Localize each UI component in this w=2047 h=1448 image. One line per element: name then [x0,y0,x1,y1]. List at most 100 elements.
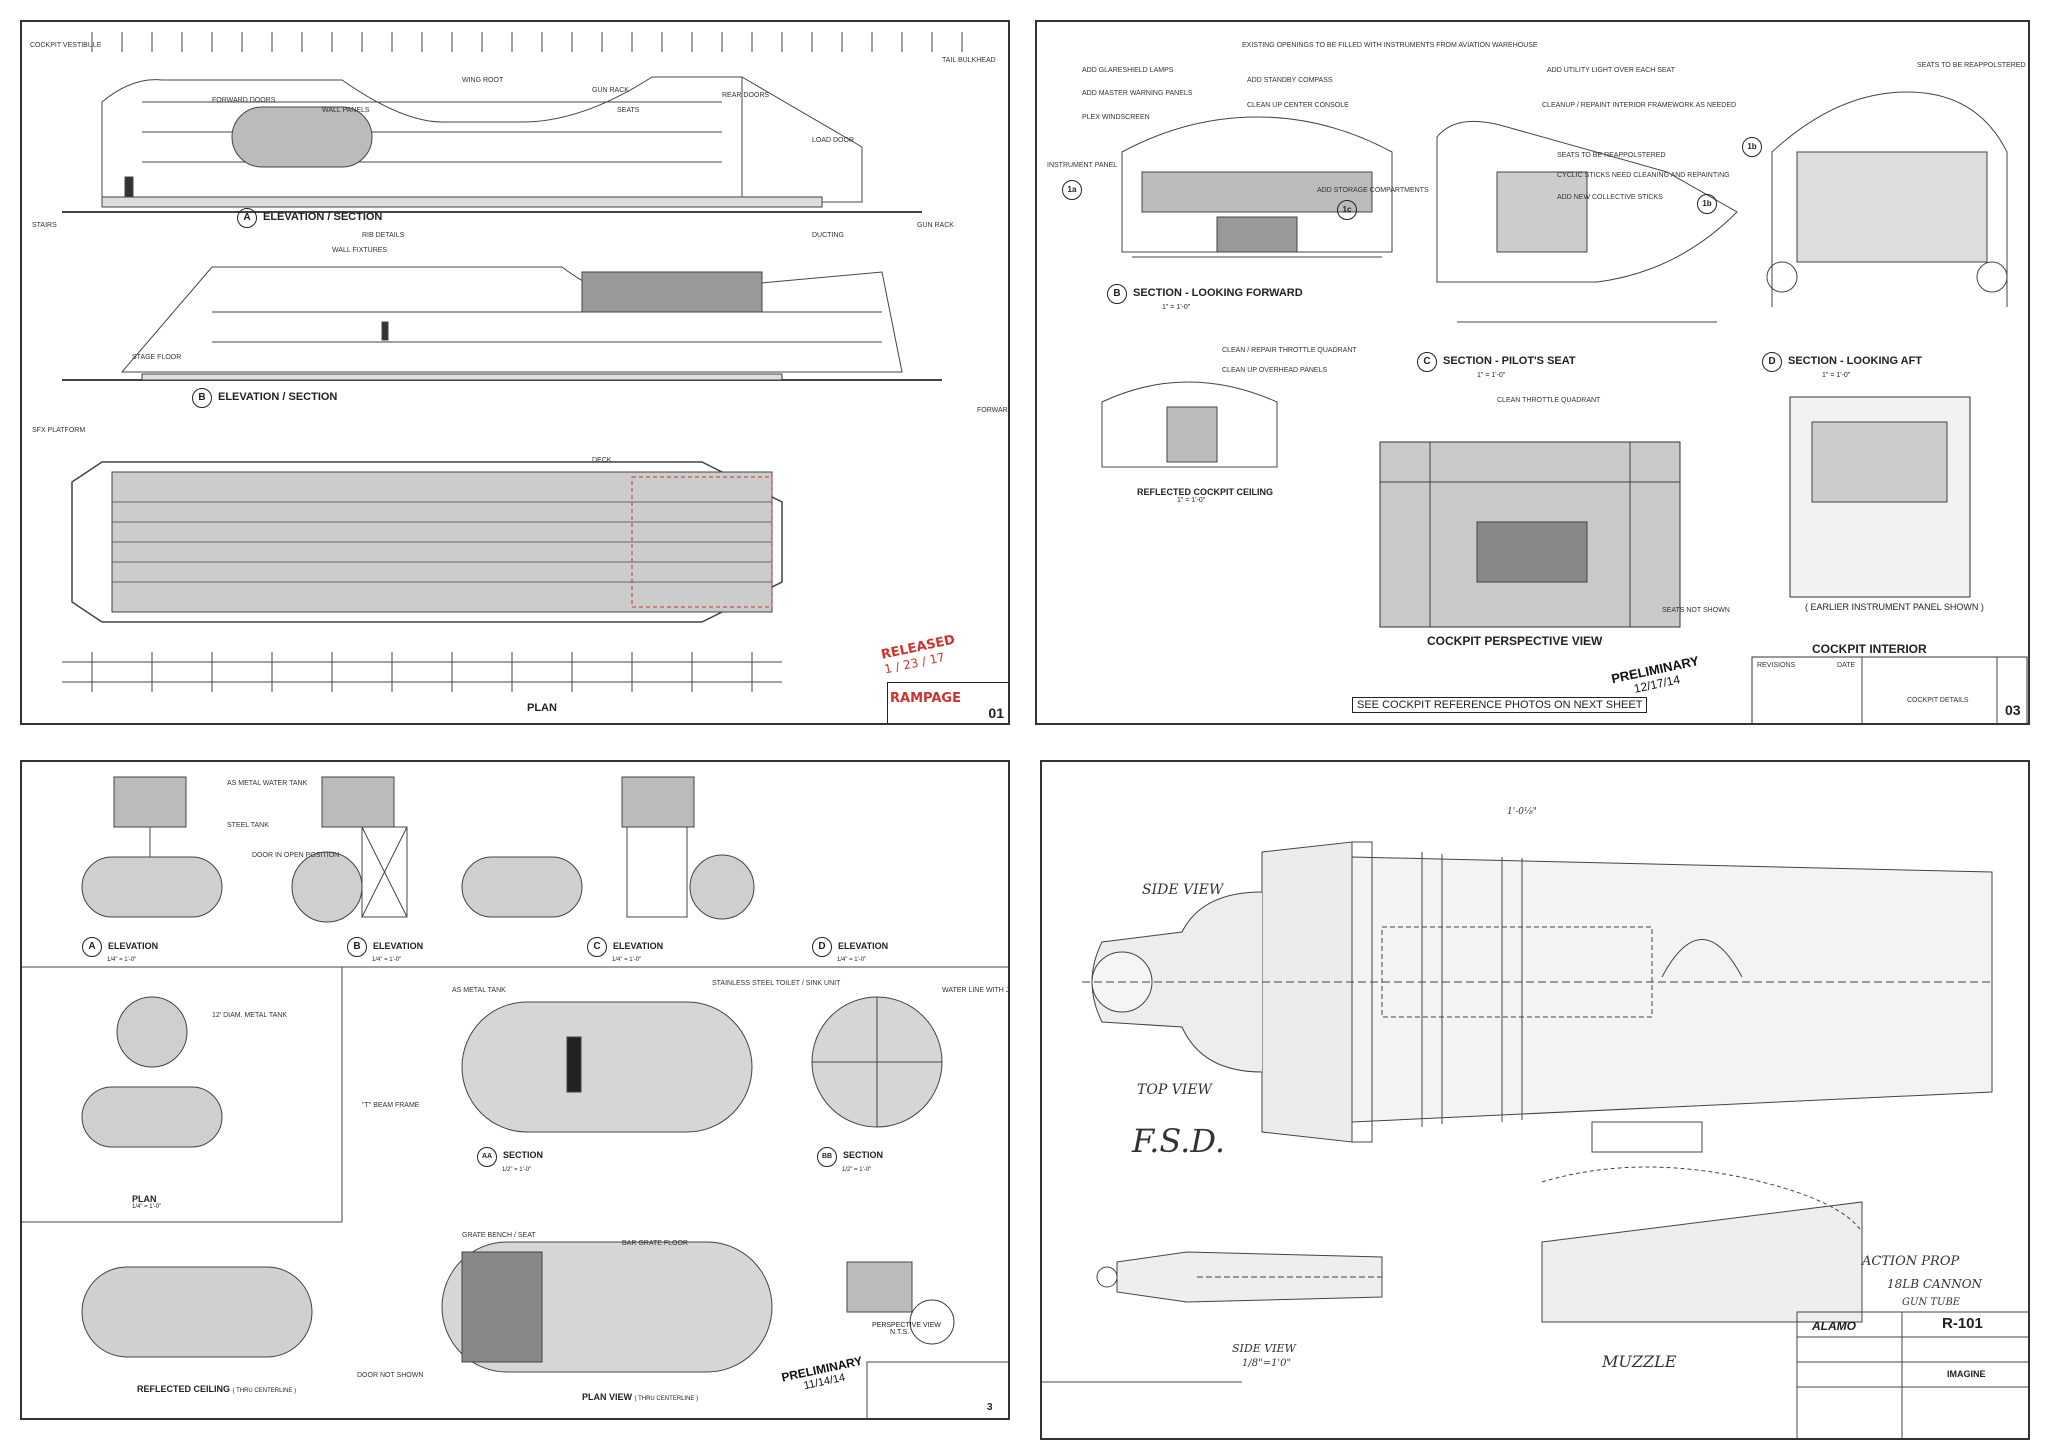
fsd-label: F.S.D. [1132,1122,1226,1160]
note: CYCLIC STICKS NEED CLEANING AND REPAINTI… [1557,172,1730,179]
callout: FORWARD DOORS [212,97,276,104]
note: ADD STORAGE COMPARTMENTS [1317,187,1429,194]
callout: TAIL BULKHEAD [942,57,996,64]
note: STEEL TANK [227,822,269,829]
bubble-1b: 1b [1697,194,1723,214]
note: EXISTING OPENINGS TO BE FILLED WITH INST… [1242,42,1538,49]
note: DOOR IN OPEN POSITION [252,852,340,859]
note: ADD NEW COLLECTIVE STICKS [1557,194,1663,201]
note: CLEAN THROTTLE QUADRANT [1497,397,1601,404]
callout: FORWARD DOORS [977,407,1010,414]
title-line-2: 18LB CANNON [1887,1277,1983,1291]
plan-title: PLAN [527,702,557,714]
note: WATER LINE WITH JET NOZZLES [942,987,1010,994]
planview-title: PLAN VIEW ( THRU CENTERLINE ) [582,1392,699,1402]
callout: GUN RACK [917,222,954,229]
callout: RIB DETAILS [362,232,405,239]
note: 12' DIAM. METAL TANK [212,1012,287,1019]
note: BAR GRATE FLOOR [622,1240,688,1247]
bubble-1a: 1a [1062,180,1088,200]
interior-title: COCKPIT INTERIOR [1812,642,1927,656]
note: CLEAN UP OVERHEAD PANELS [1222,367,1328,374]
rampage-logo: RAMPAGE [890,691,961,706]
top-dimension: 1'-0⅛" [1507,807,1537,817]
callout: SEATS [617,107,640,114]
sheet-number: 03 [2005,702,2021,718]
bubble-1c: 1c [1337,200,1363,220]
top-view-label: TOP VIEW [1137,1082,1212,1098]
callout: SFX PLATFORM [32,427,86,434]
note: ADD GLARESHIELD LAMPS [1082,67,1174,74]
note: ADD STANDBY COMPASS [1247,77,1333,84]
sheet-number: 01 [988,705,1004,721]
tank-drawing [22,776,1008,1418]
callout: STAGE FLOOR [132,354,182,361]
callout: WING ROOT [462,77,504,84]
callout: DECK [592,457,612,464]
note: GRATE BENCH / SEAT [462,1232,536,1239]
note: ADD MASTER WARNING PANELS [1082,90,1193,97]
drawing-name: COCKPIT DETAILS [1907,697,1969,704]
interior-caption: ( EARLIER INSTRUMENT PANEL SHOWN ) [1805,602,1984,612]
note: SEATS TO BE REAPPOLSTERED [1917,62,2026,69]
note: SEATS TO BE REAPPOLSTERED [1557,152,1666,159]
ceiling-title: REFLECTED CEILING ( THRU CENTERLINE ) [137,1384,297,1394]
perspective-title: COCKPIT PERSPECTIVE VIEW [1427,634,1603,648]
note: DOOR NOT SHOWN [357,1372,424,1379]
side-view-small-label: SIDE VIEW [1232,1342,1296,1355]
note: AS METAL TANK [452,987,506,994]
aircraft-drawing [62,32,963,692]
note: AS METAL WATER TANK [227,780,308,787]
title-line-3: GUN TUBE [1902,1297,1961,1308]
studio-logo: IMAGINE [1947,1369,1986,1379]
ceiling-title: REFLECTED COCKPIT CEILING 1" = 1'-0" [1137,487,1274,504]
title-line-1: ACTION PROP [1862,1254,1960,1269]
alamo-logo: ALAMO [1812,1319,1856,1333]
muzzle-label: MUZZLE [1602,1352,1677,1371]
bubble-1b-aft: 1b [1742,137,1768,157]
note: CLEAN UP CENTER CONSOLE [1247,102,1349,109]
side-view-label: SIDE VIEW [1142,882,1224,898]
title-block: RAMPAGE 01 [887,682,1008,723]
note: SEATS NOT SHOWN [1662,607,1730,614]
note: ADD UTILITY LIGHT OVER EACH SEAT [1547,67,1675,74]
callout: LOAD DOOR [812,137,855,144]
note: INSTRUMENT PANEL [1047,162,1118,169]
callout: REAR DOORS [722,92,770,99]
section-a-bubble: A [237,208,257,228]
callout: WALL FIXTURES [332,247,388,254]
sheet-number: 3 [987,1402,993,1413]
reference-banner: SEE COCKPIT REFERENCE PHOTOS ON NEXT SHE… [1352,697,1648,713]
date-label: DATE [1837,662,1856,669]
sheet-number: R-101 [1942,1315,1983,1332]
note: CLEAN / REPAIR THROTTLE QUADRANT [1222,347,1357,354]
revisions-label: REVISIONS [1757,662,1796,669]
note: "T" BEAM FRAME [362,1102,420,1109]
note: PLEX WINDSCREEN [1082,114,1150,121]
cockpit-drawing [1101,91,2028,723]
callout: STAIRS [32,222,57,229]
callout: COCKPIT VESTIBULE [30,42,102,49]
cannon-drawing [1042,841,2028,1438]
note: CLEANUP / REPAINT INTERIOR FRAMEWORK AS … [1542,102,1737,109]
scale-label: 1/8"=1'0" [1242,1358,1292,1369]
callout: DUCTING [812,232,844,239]
sheet-cannon: SIDE VIEW TOP VIEW F.S.D. SIDE VIEW 1/8"… [1040,760,2030,1440]
callout: WALL PANELS [322,107,370,114]
note: STAINLESS STEEL TOILET / SINK UNIT [712,980,841,987]
section-b-bubble: B [192,388,212,408]
